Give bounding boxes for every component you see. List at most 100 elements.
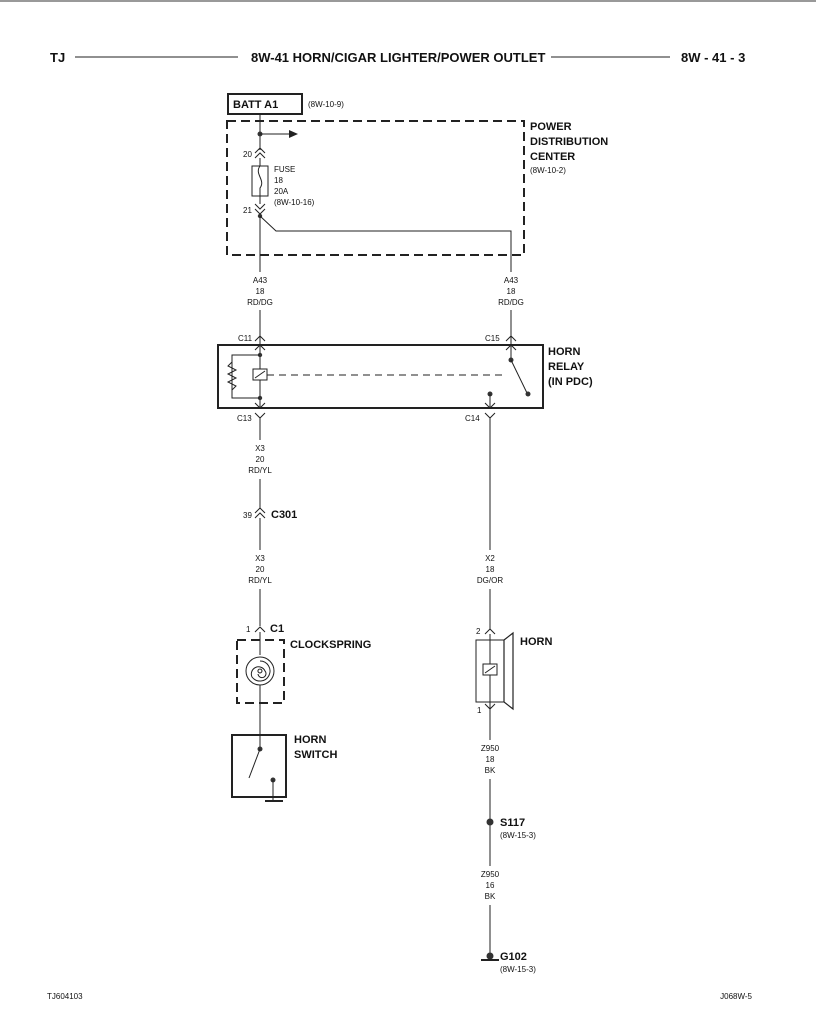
horn-switch-label-line1: HORN <box>294 734 326 746</box>
header-title: 8W-41 HORN/CIGAR LIGHTER/POWER OUTLET <box>251 50 545 65</box>
horn-coil-slash <box>484 665 496 674</box>
wire-a43-right-branch <box>259 215 512 272</box>
horn-pin-bottom: 1 <box>477 706 482 715</box>
horn-switch-box <box>231 734 287 798</box>
horn-top-connector-chevron-icon <box>484 628 496 635</box>
clockspring: 1 C1 CLOCKSPRING <box>236 623 371 735</box>
wire-z950-upper-circuit: Z950 <box>481 744 500 753</box>
relay-coil-slash <box>254 370 266 379</box>
c301-connector-chevron-icon-2 <box>254 512 266 519</box>
ground-name: G102 <box>500 951 527 963</box>
relay-inner-chevron-c15-icon <box>505 344 517 351</box>
clockspring-connector-chevron-icon <box>254 626 266 633</box>
wire-x3-lower-color: RD/YL <box>248 576 272 585</box>
wire-a43-right-circuit: A43 <box>504 276 519 285</box>
horn-switch: HORN SWITCH <box>231 734 337 802</box>
wire-x2-color: DG/OR <box>477 576 503 585</box>
footer-right-code: J068W-5 <box>720 992 752 1001</box>
pdc-label-line2: DISTRIBUTION <box>530 136 608 148</box>
relay-c14-connector-chevron-icon <box>484 412 496 419</box>
batt-a1: BATT A1 (8W-10-9) <box>227 93 344 115</box>
relay-inner-chevron-bottom-icon <box>254 402 266 409</box>
wire-a43-left-gauge: 18 <box>256 287 265 296</box>
wire-x3-upper-color: RD/YL <box>248 466 272 475</box>
splice-name: S117 <box>500 817 525 829</box>
relay-pin-c13: C13 <box>237 414 252 423</box>
relay-pin-c11: C11 <box>238 334 253 343</box>
fuse-bottom-connector-chevron-icon <box>254 203 266 210</box>
power-distribution-center: POWER DISTRIBUTION CENTER (8W-10-2) <box>226 120 608 256</box>
relay-c15-connector-chevron-icon <box>505 335 517 342</box>
continues-arrow-icon <box>289 130 298 138</box>
relay-switch-blade-icon <box>510 359 528 394</box>
batt-box <box>227 93 303 115</box>
batt-label: BATT A1 <box>233 99 278 111</box>
wire-a43-left-color: RD/DG <box>247 298 273 307</box>
fuse-label: FUSE <box>274 165 295 174</box>
relay-c13-connector-chevron-icon <box>254 412 266 419</box>
splice-ref: (8W-15-3) <box>500 831 536 840</box>
wire-x2-gauge: 18 <box>486 565 495 574</box>
fuse-number: 18 <box>274 176 283 185</box>
wire-z950-lower-color: BK <box>485 892 496 901</box>
footer-left-code: TJ604103 <box>47 992 83 1001</box>
relay-c11-connector-chevron-icon <box>254 335 266 342</box>
wire-z950-lower-gauge: 16 <box>486 881 495 890</box>
relay-box <box>217 344 544 409</box>
fuse-rating: 20A <box>274 187 289 196</box>
fuse-ref: (8W-10-16) <box>274 198 315 207</box>
batt-ref: (8W-10-9) <box>308 100 344 109</box>
relay-label-line2: RELAY <box>548 361 585 373</box>
wire-z950-upper-color: BK <box>485 766 496 775</box>
ground-g102-dot <box>486 952 494 960</box>
pdc-boundary <box>226 120 525 256</box>
fuse-element-icon <box>257 165 263 196</box>
horn-relay: C11 C15 HORN RELAY (IN PDC) C13 C14 <box>217 334 593 423</box>
relay-pin-c14: C14 <box>465 414 480 423</box>
clockspring-label: CLOCKSPRING <box>290 639 371 651</box>
splice-s117-dot <box>486 818 494 826</box>
clockspring-connector: C1 <box>270 623 284 635</box>
pdc-ref: (8W-10-2) <box>530 166 566 175</box>
wire-a43-right-gauge: 18 <box>507 287 516 296</box>
wire-z950-lower-circuit: Z950 <box>481 870 500 879</box>
clockspring-spiral-icon <box>250 660 271 682</box>
wire-z950-upper-gauge: 18 <box>486 755 495 764</box>
fuse-bottom-connector-chevron-icon-2 <box>254 208 266 215</box>
wire-x3-upper-circuit: X3 <box>255 444 265 453</box>
relay-switch-contact-dot <box>525 391 531 397</box>
horn: 2 HORN 1 <box>475 627 552 715</box>
horn-switch-blade-icon <box>248 748 261 779</box>
header-page-number: 8W - 41 - 3 <box>681 50 745 65</box>
relay-inner-chevron-top-icon <box>254 344 266 351</box>
relay-resistor-icon <box>226 361 238 391</box>
c301-name: C301 <box>271 509 297 521</box>
relay-label-line1: HORN <box>548 346 580 358</box>
c301-pin: 39 <box>243 511 252 520</box>
pdc-label-line3: CENTER <box>530 151 575 163</box>
relay-pin-c15: C15 <box>485 334 500 343</box>
wire-x3-lower-circuit: X3 <box>255 554 265 563</box>
horn-pin-top: 2 <box>476 627 481 636</box>
wire-x3-lower-gauge: 20 <box>256 565 265 574</box>
fuse-pin-bottom: 21 <box>243 206 252 215</box>
horn-switch-label-line2: SWITCH <box>294 749 337 761</box>
clockspring-pin: 1 <box>246 625 251 634</box>
relay-label-line3: (IN PDC) <box>548 376 593 388</box>
relay-inner-chevron-c14-icon <box>484 402 496 409</box>
wire-x2-circuit: X2 <box>485 554 495 563</box>
fuse-top-connector-chevron-icon-2 <box>254 152 266 159</box>
horn-label: HORN <box>520 636 552 648</box>
wire-x3-upper-gauge: 20 <box>256 455 265 464</box>
header-model: TJ <box>50 50 65 65</box>
fuse-pin-top: 20 <box>243 150 252 159</box>
wire-a43-left-circuit: A43 <box>253 276 268 285</box>
pdc-label-line1: POWER <box>530 121 572 133</box>
c301-connector-chevron-icon <box>254 507 266 514</box>
wire-a43-right-color: RD/DG <box>498 298 524 307</box>
horn-bell-icon <box>503 631 514 711</box>
ground-ref: (8W-15-3) <box>500 965 536 974</box>
fuse-top-connector-chevron-icon <box>254 147 266 154</box>
page-header: TJ 8W-41 HORN/CIGAR LIGHTER/POWER OUTLET… <box>50 50 745 65</box>
